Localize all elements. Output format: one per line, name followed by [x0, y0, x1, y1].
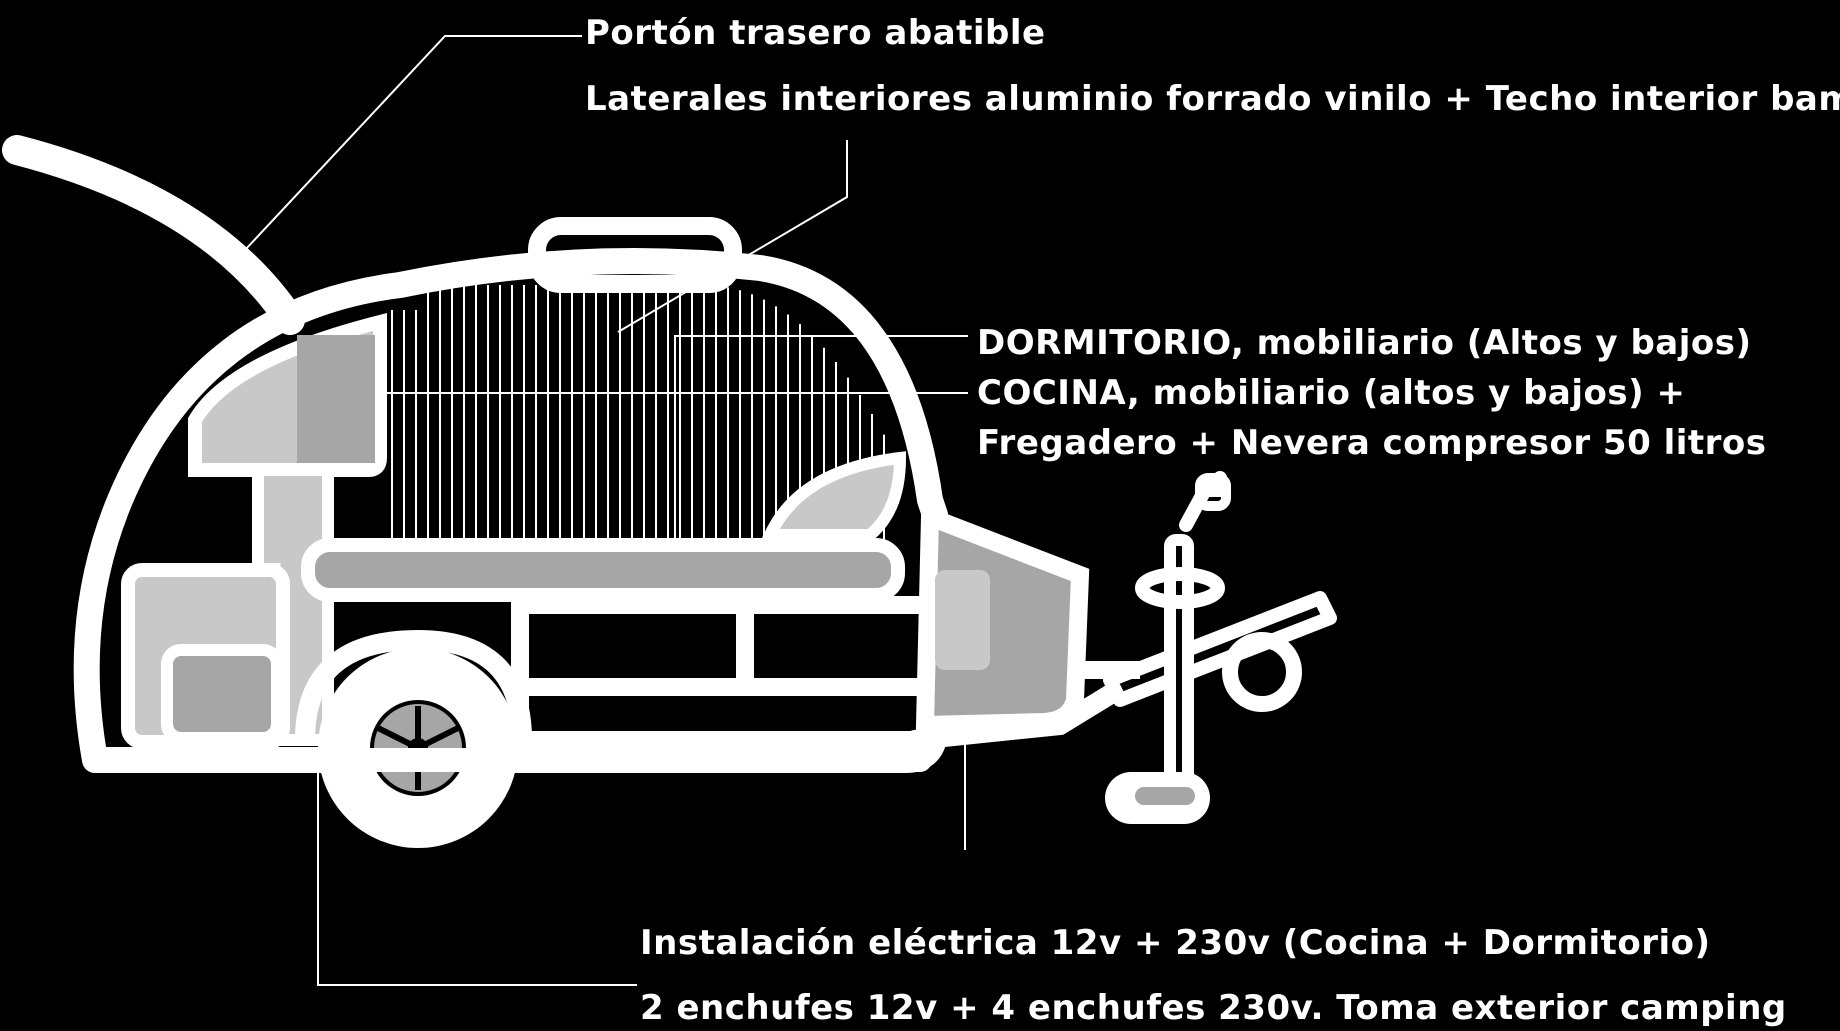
- label-interior-walls: Laterales interiores aluminio forrado vi…: [585, 79, 1840, 119]
- leader-tailgate: [244, 35, 582, 251]
- fridge: [161, 644, 283, 744]
- chassis-box-lower: [511, 678, 939, 749]
- label-electrical-line2: 2 enchufes 12v + 4 enchufes 230v. Toma e…: [640, 988, 1787, 1028]
- hitch-ring: [1222, 632, 1302, 712]
- trailer-body: [73, 247, 948, 773]
- jockey-clamp: [1135, 567, 1225, 609]
- chassis-box-upper: [511, 596, 939, 696]
- leader-electrical-low: [317, 755, 637, 986]
- label-kitchen-line2: Fregadero + Nevera compresor 50 litros: [977, 423, 1767, 463]
- label-tailgate: Portón trasero abatible: [585, 13, 1046, 53]
- open-tailgate: [2, 135, 305, 335]
- interior-ribs: // placeholder - ribs drawn by script be…: [391, 285, 885, 540]
- pillow: [760, 451, 907, 541]
- label-bedroom: DORMITORIO, mobiliario (Altos y bajos): [977, 323, 1752, 363]
- label-electrical-line1: Instalación eléctrica 12v + 230v (Cocina…: [640, 923, 1711, 963]
- mattress: [301, 538, 905, 602]
- front-storage-panel: [935, 570, 990, 670]
- upper-cabinet-door: [297, 335, 375, 463]
- jockey-crank: [1195, 473, 1231, 511]
- chassis: [511, 596, 939, 749]
- wheel-arch: [295, 629, 532, 741]
- label-kitchen-line1: COCINA, mobiliario (altos y bajos) +: [977, 373, 1686, 413]
